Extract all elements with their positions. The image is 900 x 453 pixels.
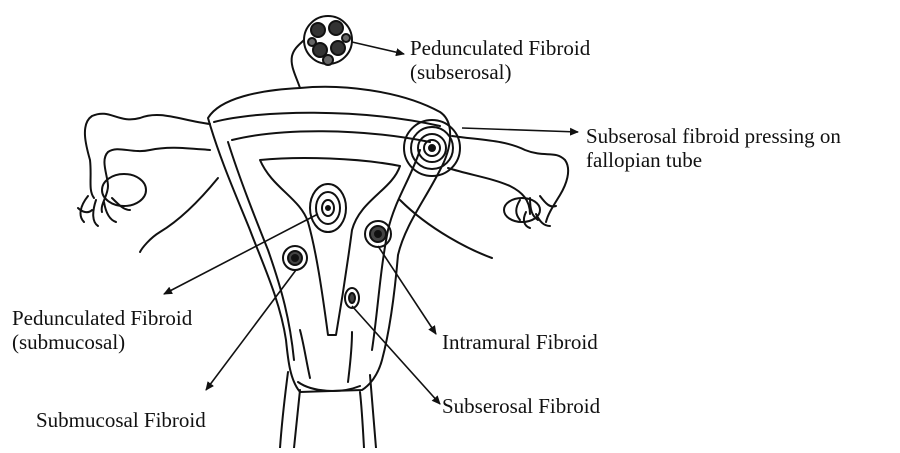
fundus-band	[214, 113, 440, 126]
label-submucosal-line1: Submucosal Fibroid	[36, 408, 206, 432]
left-ovary	[102, 174, 146, 206]
label-pedunculated-submucosal-line2: (submucosal)	[12, 330, 192, 354]
arrow-pedunculated-subserosal	[352, 42, 404, 54]
subserosal-fibroid	[345, 288, 359, 308]
label-subserosal-pressing-line2: fallopian tube	[586, 148, 841, 172]
vagina-left-inner	[294, 390, 300, 448]
arrow-intramural	[378, 246, 436, 334]
label-subserosal: Subserosal Fibroid	[442, 394, 600, 418]
cervical-canal-left	[300, 330, 310, 378]
label-intramural-line1: Intramural Fibroid	[442, 330, 598, 354]
right-tube-upper	[452, 136, 568, 222]
pedunculated-subserosal-fibroid	[292, 16, 352, 88]
label-subserosal-pressing: Subserosal fibroid pressing on fallopian…	[586, 124, 841, 172]
label-submucosal: Submucosal Fibroid	[36, 408, 206, 432]
vagina-right-inner	[360, 392, 364, 448]
pedunculated-submucosal-fibroid	[310, 184, 346, 232]
myometrium-right	[372, 150, 420, 350]
arrow-subserosal-pressing	[462, 128, 578, 132]
label-pedunculated-subserosal-line1: Pedunculated Fibroid	[410, 36, 590, 60]
cervical-canal-right	[348, 332, 352, 382]
fundus-inner	[232, 131, 430, 142]
submucosal-fibroid	[283, 246, 307, 270]
arrow-submucosal	[206, 270, 296, 390]
left-ovary-stalk	[140, 178, 218, 252]
label-intramural: Intramural Fibroid	[442, 330, 598, 354]
left-tube-lower	[102, 148, 210, 212]
vagina-left	[280, 372, 288, 448]
right-ovary	[504, 198, 540, 222]
label-subserosal-line1: Subserosal Fibroid	[442, 394, 600, 418]
right-ovary-stalk	[400, 200, 492, 258]
label-pedunculated-submucosal: Pedunculated Fibroid (submucosal)	[12, 306, 192, 354]
vagina-right	[370, 375, 376, 448]
label-subserosal-pressing-line1: Subserosal fibroid pressing on	[586, 124, 841, 148]
label-pedunculated-submucosal-line1: Pedunculated Fibroid	[12, 306, 192, 330]
subserosal-pressing-fibroid	[404, 120, 460, 176]
label-pedunculated-subserosal: Pedunculated Fibroid (subserosal)	[410, 36, 590, 84]
label-pedunculated-subserosal-line2: (subserosal)	[410, 60, 590, 84]
cervix-rim	[298, 382, 360, 391]
uterus-outline	[208, 87, 450, 392]
